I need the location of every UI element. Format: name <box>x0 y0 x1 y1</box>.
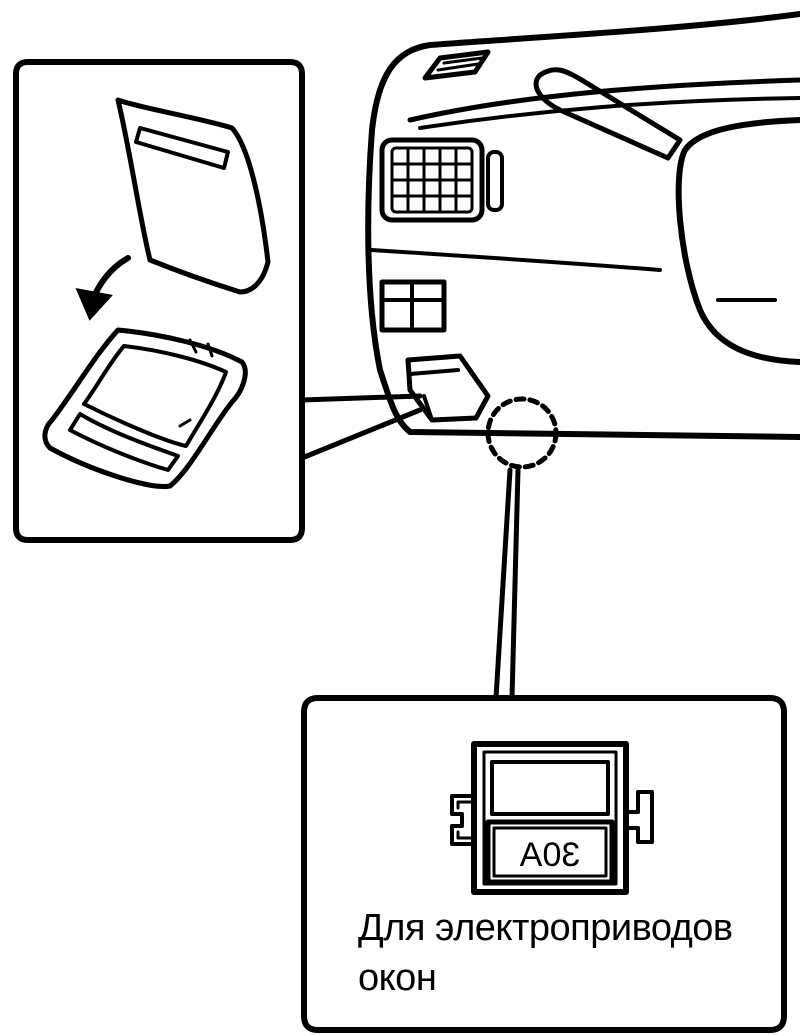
fuse-rating-label: 30A <box>519 836 580 874</box>
wiper-bar <box>533 67 683 161</box>
fuse-caption: Для электроприводов окон <box>358 903 778 1003</box>
dashboard-upper-ledge <box>407 77 800 123</box>
fuse-location-marker <box>485 396 559 470</box>
side-air-vent <box>379 137 504 223</box>
switch-block <box>379 279 447 333</box>
fuse-30a <box>450 741 654 895</box>
inset-frame-cover <box>13 59 305 543</box>
leader-line-cover <box>299 393 423 461</box>
removed-cover-panel <box>115 97 271 295</box>
inset-frame-fuse <box>301 695 787 1033</box>
cover-removal-inset <box>13 59 423 543</box>
caption-line-1: Для электроприводов <box>358 907 733 949</box>
fuse-box-frame <box>42 327 248 490</box>
top-vent <box>422 49 491 81</box>
dashboard-illustration <box>365 11 800 470</box>
fuse-detail-inset <box>301 695 787 1033</box>
caption-line-2: окон <box>358 957 437 999</box>
removal-arrow <box>75 255 131 321</box>
fuse-cover-handle <box>405 353 491 423</box>
instrument-hood <box>675 117 800 365</box>
dashboard-outline <box>365 11 800 440</box>
leader-line-fuse <box>493 467 521 701</box>
